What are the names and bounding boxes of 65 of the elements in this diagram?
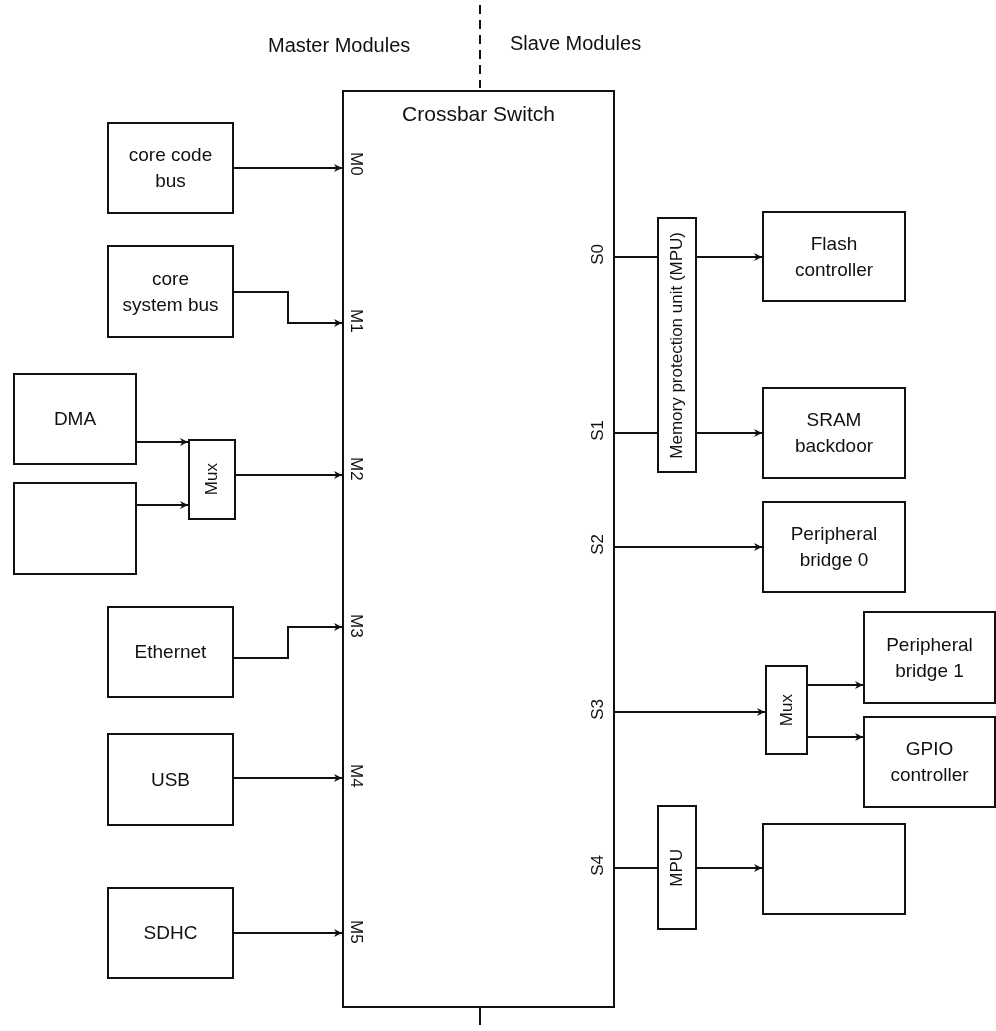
connector-line <box>614 256 658 258</box>
arrow <box>696 253 763 261</box>
arrow <box>136 438 189 446</box>
module-box <box>762 387 906 479</box>
arrow <box>696 429 763 437</box>
port-label: M3 <box>346 614 366 638</box>
node-label: Mux <box>202 463 222 496</box>
module-box <box>107 122 234 214</box>
arrow <box>233 929 343 937</box>
module-box <box>762 211 906 302</box>
connector-line <box>614 432 658 434</box>
module-box <box>13 373 137 465</box>
section-heading: Slave Modules <box>510 32 642 55</box>
section-heading: Master Modules <box>268 34 411 57</box>
port-label: S1 <box>588 420 608 441</box>
node-label: MPU <box>667 848 687 887</box>
node-label: DMA <box>52 407 98 432</box>
node-label: core code bus <box>127 143 214 193</box>
arrow <box>233 291 343 327</box>
module-box <box>863 611 996 704</box>
mux-box <box>765 665 808 755</box>
node-label: Mux <box>776 693 797 727</box>
port-label: M0 <box>346 152 366 176</box>
arrow <box>807 733 864 741</box>
arrow <box>233 774 343 782</box>
arrow <box>614 543 763 551</box>
node-label: SRAM backdoor <box>793 408 875 458</box>
node-label: Peripheral bridge 1 <box>885 632 974 683</box>
module-box <box>863 716 996 808</box>
port-label: M4 <box>346 764 366 788</box>
port-label: M1 <box>346 309 366 333</box>
mpu-box <box>657 217 697 473</box>
module-box <box>107 606 234 698</box>
node-label: USB <box>149 767 192 792</box>
arrow <box>696 864 763 872</box>
node-label: SDHC <box>142 921 199 946</box>
node-label: Memory protection unit (MPU) <box>667 231 687 459</box>
module-box <box>107 887 234 979</box>
node-label: Peripheral bridge 0 <box>789 522 879 572</box>
mux-box <box>188 439 236 520</box>
arrow <box>614 708 766 716</box>
connector-line <box>614 867 658 869</box>
mpu-box <box>657 805 697 930</box>
module-box <box>762 823 906 915</box>
port-label: S2 <box>588 534 608 555</box>
node-label: Flash controller <box>793 231 875 282</box>
module-box <box>13 482 137 575</box>
port-label: M5 <box>346 920 366 944</box>
arrow <box>233 623 343 659</box>
node-label: GPIO controller <box>889 737 970 787</box>
port-label: S3 <box>588 699 608 720</box>
module-box <box>762 501 906 593</box>
arrow <box>233 164 343 172</box>
node-label: Ethernet <box>133 640 208 665</box>
arrow <box>807 681 864 689</box>
switch-box <box>342 90 615 1008</box>
arrow <box>136 501 189 509</box>
port-label: M2 <box>346 457 366 481</box>
node-label: Crossbar Switch <box>401 101 556 127</box>
module-box <box>107 245 234 338</box>
module-box <box>107 733 234 826</box>
port-label: S0 <box>588 244 608 265</box>
port-label: S4 <box>588 855 608 876</box>
arrow <box>235 471 343 479</box>
node-label: core system bus <box>121 266 220 317</box>
